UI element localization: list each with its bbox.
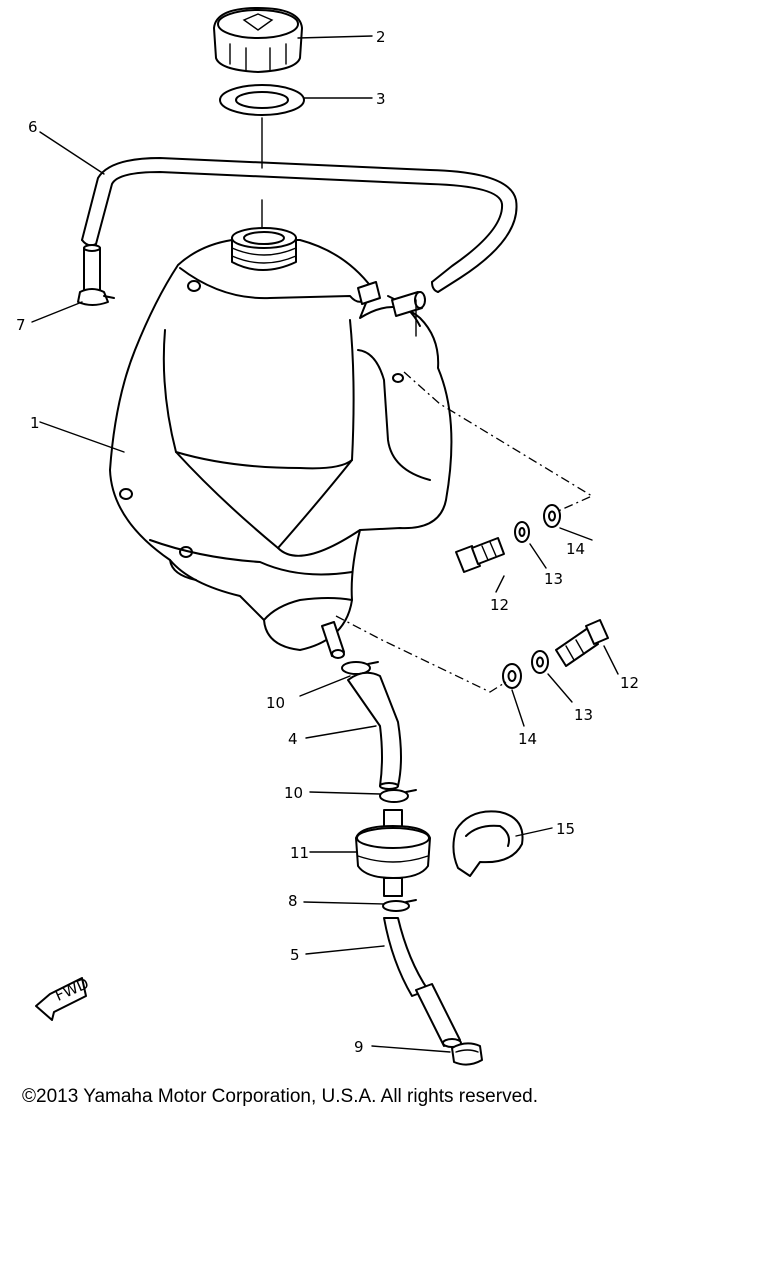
- bolt-12-upper: [455, 537, 505, 573]
- callout-2: 2: [376, 28, 386, 46]
- bolt-12-lower: [555, 619, 609, 667]
- washer-13-lower: [531, 650, 549, 674]
- filler-neck: [231, 227, 297, 271]
- fuel-filter: [355, 809, 431, 897]
- callout-10-lower: 10: [284, 784, 303, 802]
- callout-1: 1: [30, 414, 40, 432]
- washer-14-lower: [502, 663, 522, 689]
- callout-13-lower: 13: [574, 706, 593, 724]
- callout-14-lower: 14: [518, 730, 537, 748]
- callout-12-lower: 12: [620, 674, 639, 692]
- callout-15: 15: [556, 820, 575, 838]
- breather-hose: [81, 157, 518, 293]
- hose-plug: [451, 1042, 483, 1066]
- fuel-hose-4: [347, 671, 402, 790]
- copyright-notice: ©2013 Yamaha Motor Corporation, U.S.A. A…: [22, 1086, 538, 1107]
- hose-clamp-8: [382, 899, 417, 912]
- hose-clamp-10-upper: [341, 661, 379, 675]
- vent-nipple: [357, 281, 426, 317]
- cap-gasket: [219, 84, 305, 116]
- callout-11: 11: [290, 844, 309, 862]
- band-clamp: [452, 810, 524, 877]
- leader-lines: [31, 35, 619, 1053]
- fuel-hose-5: [383, 917, 462, 1048]
- callout-9: 9: [354, 1038, 364, 1056]
- callout-12-upper: 12: [490, 596, 509, 614]
- callout-3: 3: [376, 90, 386, 108]
- callout-7: 7: [16, 316, 26, 334]
- fuel-outlet-nipple: [321, 621, 345, 659]
- washer-13-upper: [514, 521, 530, 543]
- hose-clip-7: [77, 244, 115, 306]
- fwd-arrow-icon: FWD: [35, 974, 92, 1021]
- fuel-tank: [109, 239, 453, 651]
- callout-5: 5: [290, 946, 300, 964]
- callout-6: 6: [28, 118, 38, 136]
- callout-4: 4: [288, 730, 298, 748]
- callout-14-upper: 14: [566, 540, 585, 558]
- callout-10-upper: 10: [266, 694, 285, 712]
- washer-14-upper: [543, 504, 561, 528]
- callout-13-upper: 13: [544, 570, 563, 588]
- hose-clamp-10-lower: [379, 789, 417, 803]
- fuel-cap: [213, 7, 303, 73]
- callout-8: 8: [288, 892, 298, 910]
- fuel-tank-exploded-diagram: FWD 2 3 6 7 1 14 13 12 12 13 14 10 4 10 …: [16, 7, 639, 1066]
